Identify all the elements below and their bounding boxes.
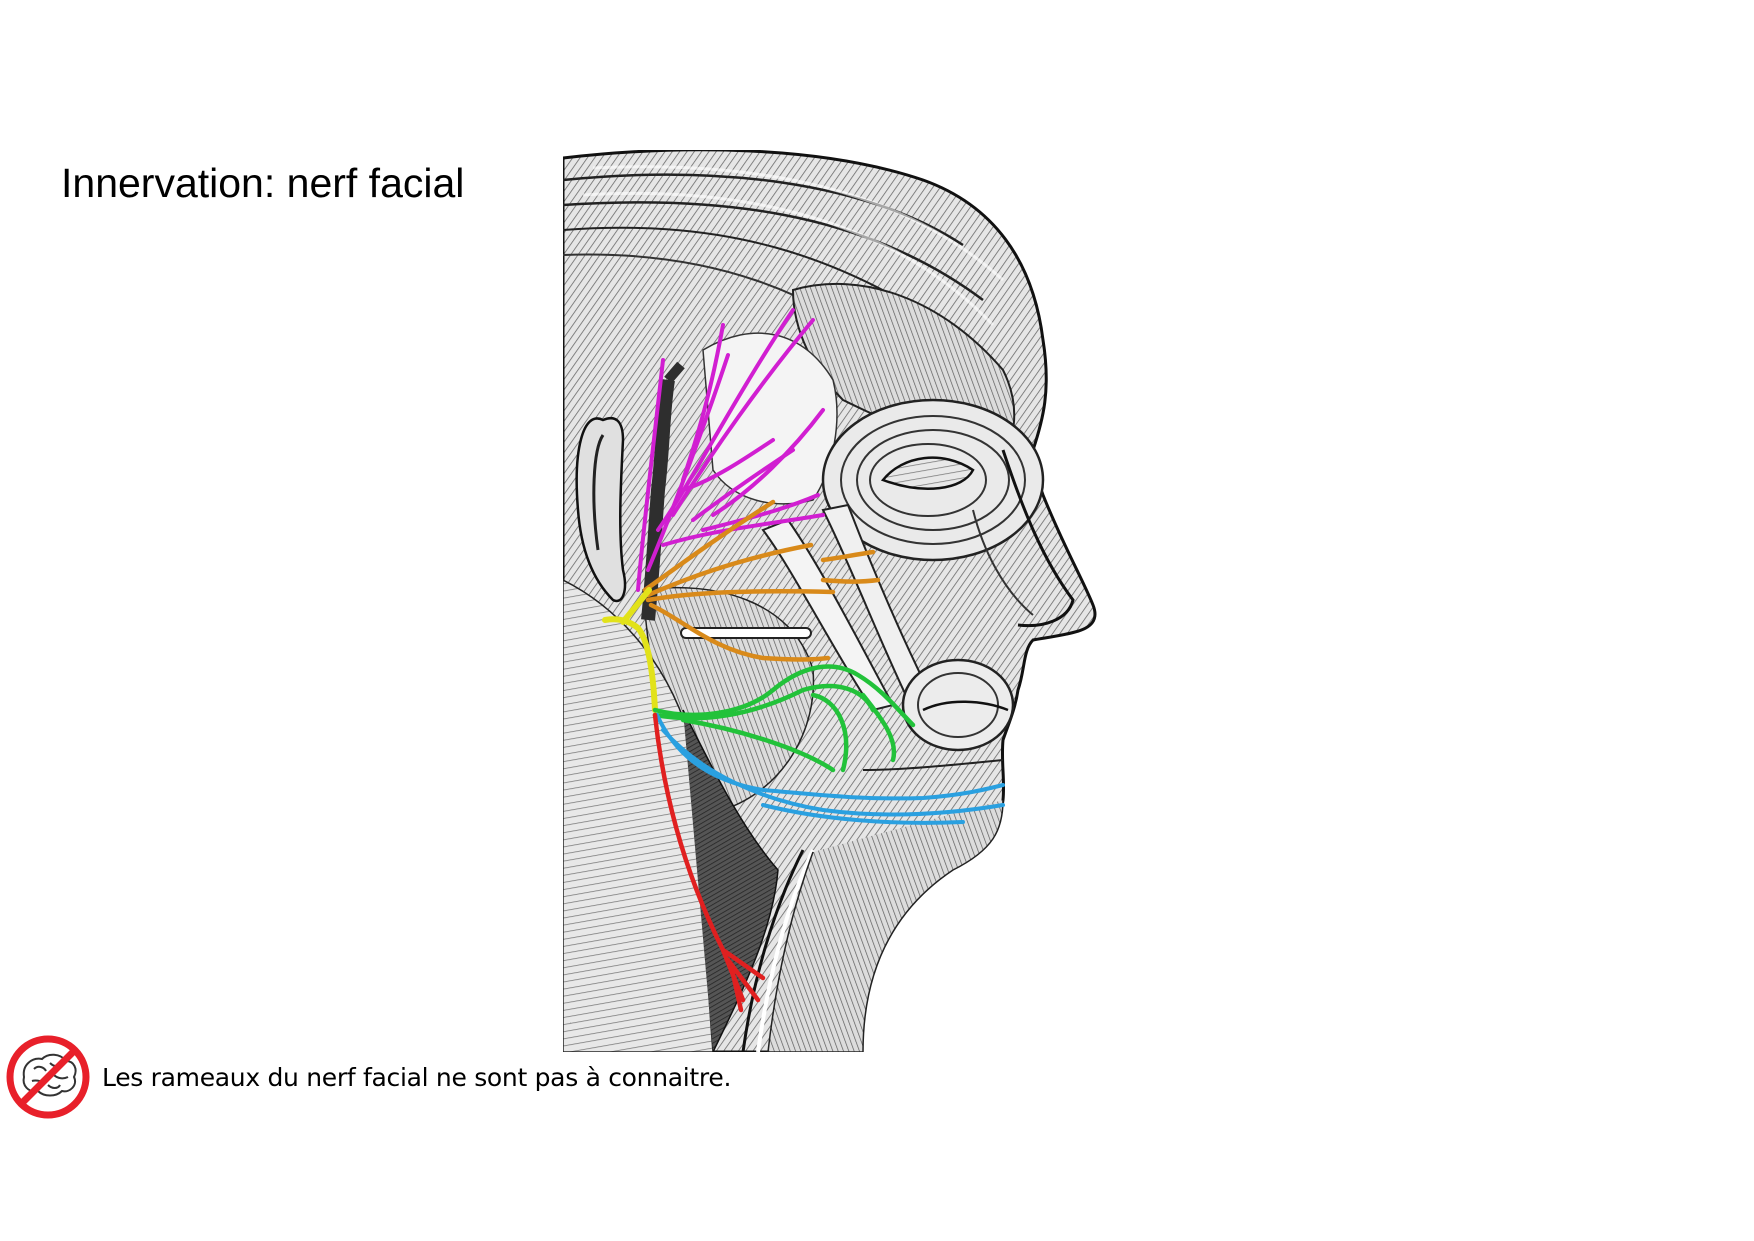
nerve-cervical-branch [652, 712, 766, 1013]
nerve-zygomatic-branches [642, 499, 881, 662]
facial-nerve-illustration [563, 150, 1167, 1052]
nerve-buccal-branches [652, 664, 916, 773]
note-text: Les rameaux du nerf facial ne sont pas à… [102, 1062, 732, 1092]
nerve-temporal-branches [636, 308, 825, 592]
note-row: Les rameaux du nerf facial ne sont pas à… [0, 1032, 731, 1122]
nerve-trunk [602, 587, 658, 713]
no-brain-icon [6, 1035, 90, 1119]
nerve-marginal-mandibular-branches [655, 713, 1005, 825]
head-profile-drawing [563, 150, 1097, 1052]
slide-title: Innervation: nerf facial [61, 160, 465, 206]
